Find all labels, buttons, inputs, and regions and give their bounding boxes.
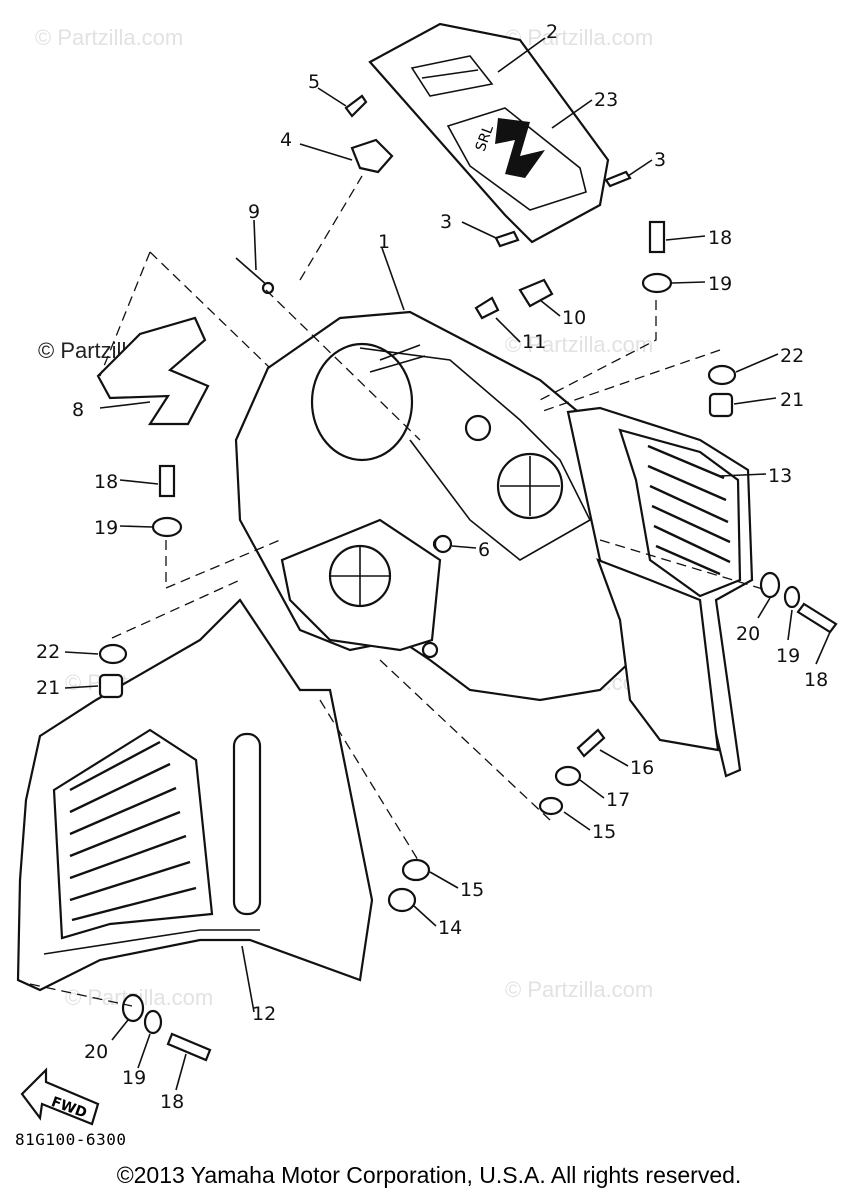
bracket-icon <box>350 138 394 174</box>
callout-17: 17 <box>606 789 630 811</box>
screw-icon <box>576 728 606 758</box>
callout-15: 15 <box>592 821 616 843</box>
grommet-icon <box>401 858 431 882</box>
callout-18: 18 <box>708 227 732 249</box>
watermark: © Partzilla.com <box>505 25 653 50</box>
bolt-icon <box>648 220 666 254</box>
callout-22: 22 <box>36 641 60 663</box>
callout-13: 13 <box>768 465 792 487</box>
z-emblem-icon <box>495 118 545 178</box>
washer-icon <box>554 765 582 787</box>
callout-11: 11 <box>522 331 546 353</box>
assembly-lines <box>29 175 767 1007</box>
callout-6: 6 <box>478 539 490 561</box>
callout-19: 19 <box>708 273 732 295</box>
callout-16: 16 <box>630 757 654 779</box>
pin-icon <box>604 170 632 188</box>
main-front-fender <box>234 310 634 702</box>
screw-icon <box>344 94 368 118</box>
wire-icon <box>235 257 269 287</box>
wire-end-icon <box>261 281 275 295</box>
lens-icon <box>474 296 500 320</box>
diagram-number: 81G100-6300 <box>15 1130 127 1149</box>
callout-20: 20 <box>736 623 760 645</box>
callout-21: 21 <box>780 389 804 411</box>
leader-lines <box>64 37 831 1091</box>
callout-12: 12 <box>252 1003 276 1025</box>
callout-8: 8 <box>72 399 84 421</box>
callout-18: 18 <box>160 1091 184 1113</box>
callout-3: 3 <box>654 149 666 171</box>
callout-14: 14 <box>438 917 462 939</box>
washer-icon <box>98 643 128 665</box>
washer-icon <box>151 516 183 538</box>
watermark: © Partzilla.com <box>505 977 653 1002</box>
right-side-panel <box>566 406 754 778</box>
washer-icon <box>143 1009 163 1035</box>
nut-icon <box>98 673 124 699</box>
callout-19: 19 <box>94 517 118 539</box>
callout-1: 1 <box>378 231 390 253</box>
callout-23: 23 <box>594 89 618 111</box>
washer-icon <box>121 993 145 1023</box>
washer-icon <box>707 364 737 386</box>
callout-3: 3 <box>440 211 452 233</box>
nut-icon <box>708 392 734 418</box>
callout-20: 20 <box>84 1041 108 1063</box>
watermark: © Partzilla.com <box>35 25 183 50</box>
callout-18: 18 <box>94 471 118 493</box>
washer-icon <box>783 585 801 609</box>
lens-icon <box>518 278 554 308</box>
callout-21: 21 <box>36 677 60 699</box>
fwd-arrow-icon: FWD <box>20 1067 100 1126</box>
callout-5: 5 <box>308 71 320 93</box>
top-cover-panel: SRL <box>368 22 610 244</box>
callout-22: 22 <box>780 345 804 367</box>
callout-19: 19 <box>776 645 800 667</box>
washer-icon <box>641 272 673 294</box>
callout-18: 18 <box>804 669 828 691</box>
callout-labels: 2 23 3 3 5 4 9 1 10 11 18 19 22 21 13 8 … <box>36 21 828 1113</box>
side-bracket <box>96 316 210 426</box>
left-side-panel <box>16 598 374 992</box>
callout-2: 2 <box>546 21 558 43</box>
copyright-notice: ©2013 Yamaha Motor Corporation, U.S.A. A… <box>116 1162 742 1188</box>
callout-15: 15 <box>460 879 484 901</box>
grommet-icon <box>433 534 453 554</box>
bolt-icon <box>166 1032 212 1062</box>
callout-19: 19 <box>122 1067 146 1089</box>
bolt-icon <box>158 464 176 498</box>
washer-icon <box>759 571 781 599</box>
callout-4: 4 <box>280 129 292 151</box>
callout-9: 9 <box>248 201 260 223</box>
grommet-icon <box>538 796 564 816</box>
bolt-icon <box>796 602 838 634</box>
watermark: © Partzilla.com <box>505 332 653 357</box>
fasteners <box>98 220 838 1062</box>
pin-icon <box>494 230 520 248</box>
callout-10: 10 <box>562 307 586 329</box>
nut-icon <box>387 887 417 913</box>
